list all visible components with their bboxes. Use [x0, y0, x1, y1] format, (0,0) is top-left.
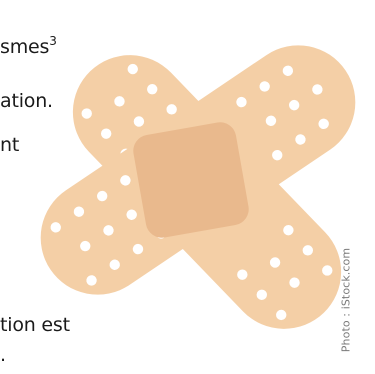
perforation-hole: [237, 269, 248, 280]
perforation-hole: [73, 206, 85, 217]
bandage-pad: [133, 122, 249, 238]
perforation-hole: [289, 277, 300, 288]
perforation-hole: [302, 245, 314, 256]
perforation-hole: [288, 99, 300, 111]
perforation-hole: [322, 265, 333, 276]
perforation-hole: [81, 108, 92, 119]
article-text-line-2: ation.: [0, 90, 53, 112]
footnote-marker: 3: [49, 34, 57, 48]
perforation-hole: [127, 63, 138, 75]
perforation-hole: [283, 224, 294, 236]
perforation-hole: [96, 190, 108, 202]
perforation-hole: [103, 225, 114, 236]
article-text-line-4: tion est: [0, 314, 70, 336]
perforation-hole: [295, 134, 306, 145]
perforation-hole: [282, 65, 294, 76]
article-text-line-3: nt: [0, 134, 20, 156]
perforation-hole: [114, 96, 125, 107]
photo-credit: Photo : iStock.com: [336, 240, 356, 360]
perforation-hole: [126, 209, 137, 220]
perforation-hole: [50, 222, 61, 233]
article-text-line-1: smes3: [0, 34, 57, 58]
article-text-line-5: .: [0, 344, 6, 366]
perforation-hole: [109, 259, 120, 270]
perforation-hole: [147, 84, 158, 95]
perforation-hole: [272, 149, 283, 161]
perforation-hole: [312, 84, 323, 95]
perforation-hole: [133, 116, 145, 127]
perforation-hole: [265, 115, 277, 126]
perforation-hole: [256, 289, 267, 300]
perforation-hole: [259, 81, 270, 92]
photo-credit-text: Photo : iStock.com: [339, 247, 353, 353]
perforation-hole: [318, 118, 329, 130]
perforation-hole: [86, 275, 97, 286]
perforation-hole: [80, 240, 91, 252]
perforation-hole: [120, 175, 131, 186]
perforation-hole: [132, 243, 144, 255]
perforation-hole: [269, 257, 281, 268]
article-text-line-1-main: smes: [0, 36, 50, 58]
perforation-hole: [276, 309, 287, 321]
perforation-hole: [100, 128, 112, 139]
perforation-hole: [166, 104, 177, 115]
perforation-hole: [236, 96, 247, 108]
